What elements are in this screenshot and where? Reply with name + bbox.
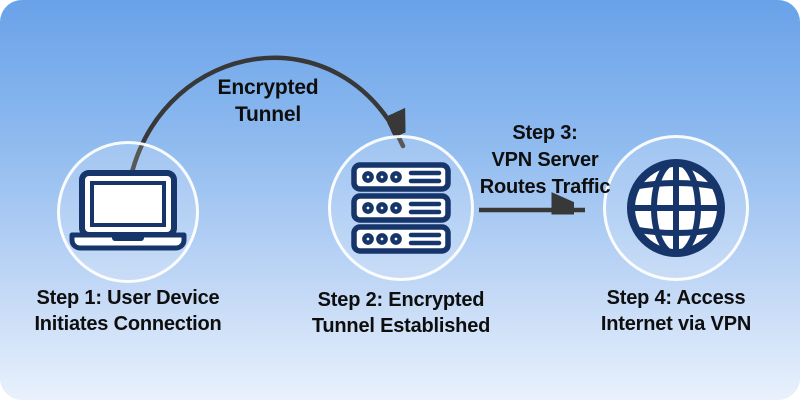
server-icon <box>351 162 451 254</box>
node-label-line: Step 1: User Device <box>36 287 220 309</box>
node-circle-internet <box>603 135 749 281</box>
node-label-line: Internet via VPN <box>600 313 752 335</box>
node-label-line: Tunnel Established <box>311 315 491 337</box>
node-label-line: Step 4: Access <box>606 287 746 309</box>
edge-label-line: Step 3: <box>512 122 578 144</box>
node-circle-vpn-server <box>328 135 474 281</box>
node-label-internet: Step 4: Access Internet via VPN <box>556 285 796 337</box>
node-label-user-device: Step 1: User Device Initiates Connection <box>8 285 248 337</box>
edge-label-line: Tunnel <box>234 103 302 126</box>
node-label-vpn-server: Step 2: Encrypted Tunnel Established <box>281 287 521 339</box>
encrypted-tunnel-label: Encrypted Tunnel <box>178 74 358 128</box>
laptop-icon <box>69 170 187 251</box>
node-label-line: Step 2: Encrypted <box>317 289 485 311</box>
globe-icon <box>627 159 725 257</box>
routes-traffic-label: Step 3: VPN Server Routes Traffic <box>455 120 635 201</box>
edge-label-line: VPN Server <box>491 149 599 171</box>
node-label-line: Initiates Connection <box>34 313 222 335</box>
edge-label-line: Encrypted <box>217 76 319 99</box>
node-circle-user-device <box>57 141 199 283</box>
edge-label-line: Routes Traffic <box>479 176 611 198</box>
